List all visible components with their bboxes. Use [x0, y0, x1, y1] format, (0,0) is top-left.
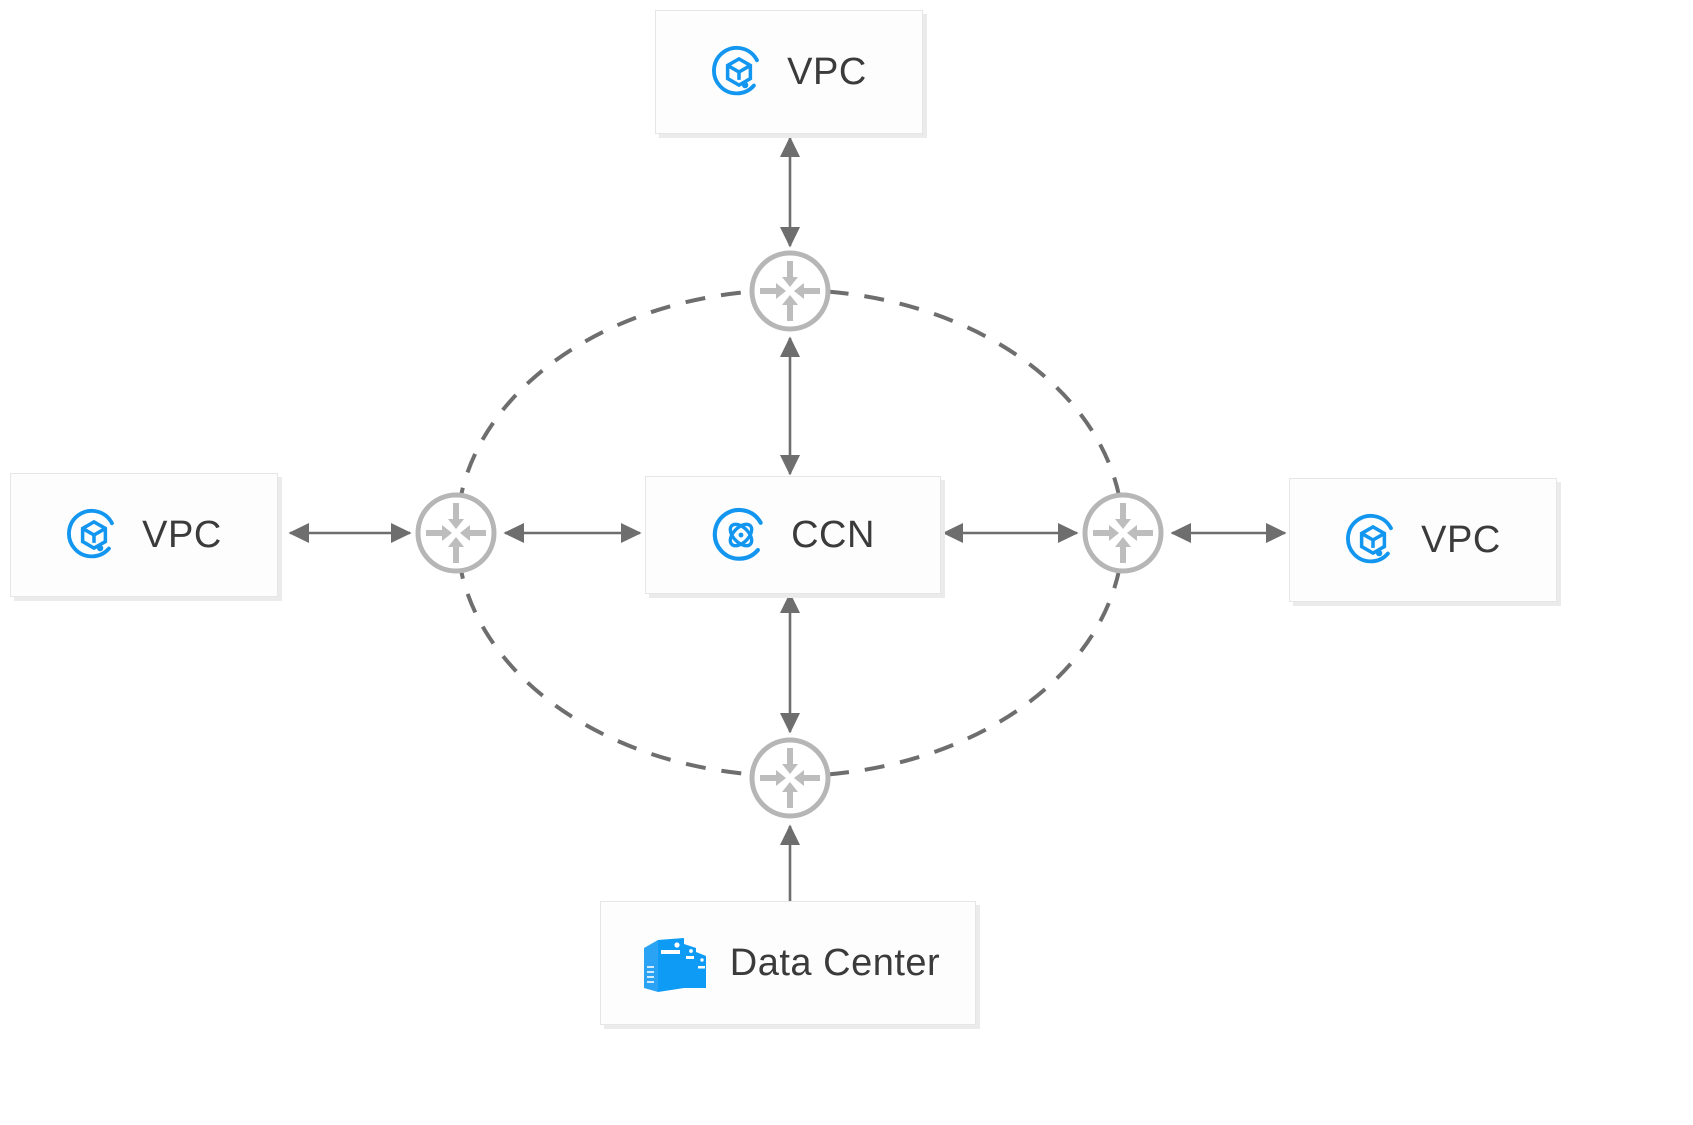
- node-vpc-top-label: VPC: [787, 50, 867, 93]
- vpc-cube-icon: [711, 44, 767, 100]
- router-top[interactable]: [746, 247, 834, 335]
- node-vpc-top[interactable]: VPC: [655, 10, 923, 134]
- node-ccn-label: CCN: [791, 513, 875, 556]
- ccn-atom-icon: [711, 505, 771, 565]
- node-data-center-label: Data Center: [729, 941, 941, 984]
- node-vpc-right-label: VPC: [1421, 518, 1501, 561]
- server-rack-icon: [636, 926, 710, 1000]
- router-right[interactable]: [1079, 489, 1167, 577]
- node-vpc-right[interactable]: VPC: [1289, 478, 1557, 602]
- router-bottom[interactable]: [746, 734, 834, 822]
- node-vpc-left-label: VPC: [142, 513, 222, 556]
- node-vpc-left[interactable]: VPC: [10, 473, 278, 597]
- node-ccn-center[interactable]: CCN: [645, 476, 941, 594]
- router-left[interactable]: [412, 489, 500, 577]
- vpc-cube-icon: [66, 507, 122, 563]
- vpc-cube-icon: [1345, 512, 1401, 568]
- node-data-center[interactable]: Data Center: [600, 901, 976, 1025]
